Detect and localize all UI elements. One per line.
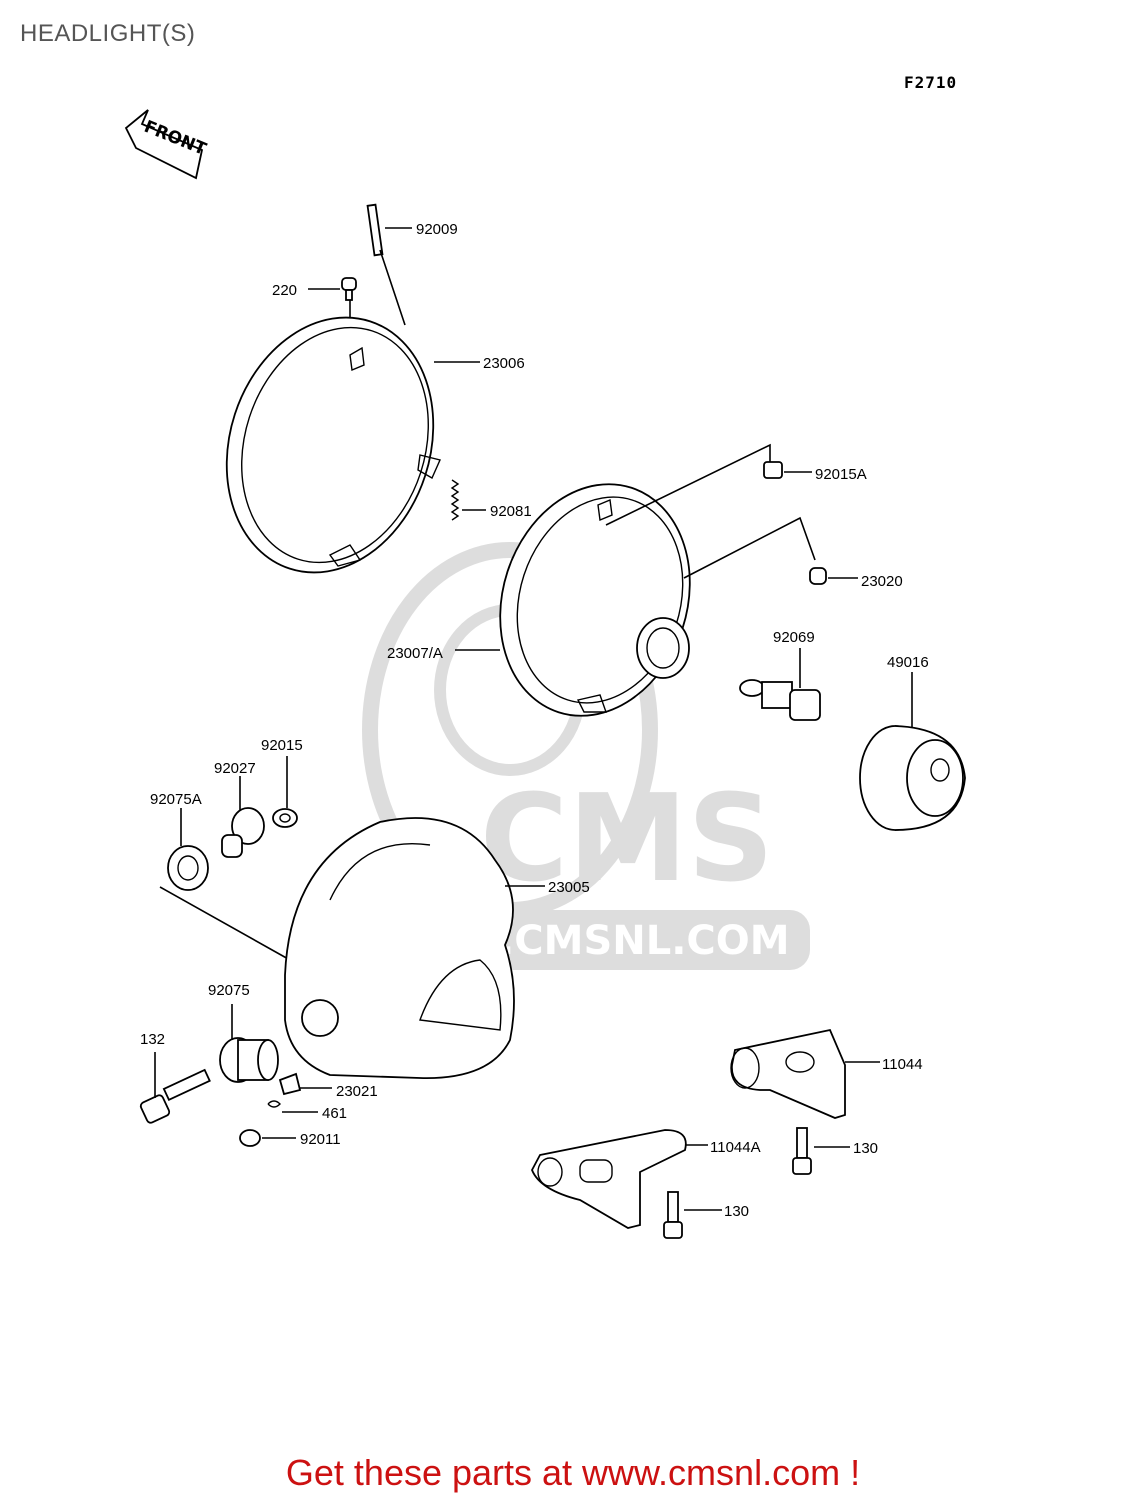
washer-461-part [267, 1100, 318, 1113]
bolt-130a-part [792, 1127, 850, 1175]
callout-49016: 49016 [887, 654, 929, 671]
bracket-11044-part [730, 1028, 880, 1119]
callout-92075A: 92075A [150, 791, 202, 808]
screw-92011-part [239, 1129, 296, 1147]
nut-23020-part [809, 567, 858, 585]
page-title: HEADLIGHT(S) [20, 20, 196, 47]
nut-92015-part [272, 756, 298, 828]
callout-92075: 92075 [208, 982, 250, 999]
callout-132: 132 [140, 1031, 165, 1048]
callout-461: 461 [322, 1105, 347, 1122]
bulb-92069-part [739, 648, 821, 721]
callout-92015: 92015 [261, 737, 303, 754]
callout-23007A: 23007/A [387, 645, 443, 662]
dust-cover-49016-part [859, 672, 966, 831]
grommet-92075-part [219, 1004, 279, 1083]
collar-92027-part [221, 776, 265, 858]
callout-23021: 23021 [336, 1083, 378, 1100]
screw-92009-part [366, 203, 412, 326]
callout-92009: 92009 [416, 221, 458, 238]
housing-23005-part [284, 817, 545, 1079]
bolt-130b-part [663, 1191, 722, 1239]
figure-code: F2710 [904, 73, 958, 92]
callout-23005: 23005 [548, 879, 590, 896]
footer-promo-text[interactable]: Get these parts at www.cmsnl.com ! [285, 1452, 861, 1493]
callout-92011: 92011 [300, 1131, 341, 1148]
callout-92081: 92081 [490, 503, 532, 520]
callout-130-lower: 130 [724, 1203, 749, 1220]
callout-220: 220 [272, 282, 297, 299]
front-arrow-icon: FRONT [124, 109, 209, 180]
callout-23020: 23020 [861, 573, 903, 590]
nut-92015A-part [763, 461, 812, 479]
callout-92015A: 92015A [815, 466, 867, 483]
spring-92081-part [450, 479, 486, 521]
bracket-11044A-part [531, 1129, 708, 1229]
callout-130-upper: 130 [853, 1140, 878, 1157]
bolt-132-part [139, 1052, 211, 1124]
callout-92027: 92027 [214, 760, 256, 777]
headlight-unit-23007A-part [455, 443, 816, 717]
screw-220-part [308, 277, 357, 330]
callout-23006: 23006 [483, 355, 525, 372]
callout-11044: 11044 [882, 1056, 923, 1073]
callout-11044A: 11044A [710, 1139, 761, 1156]
clip-23021-part [278, 1072, 332, 1096]
grommet-92075A-part [159, 808, 291, 961]
callout-92069: 92069 [773, 629, 815, 646]
headlight-rim-23006-part [225, 316, 480, 574]
